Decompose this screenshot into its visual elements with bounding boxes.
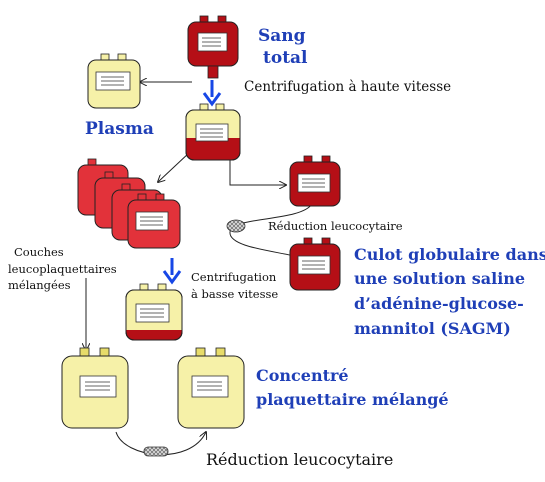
label-reduction-leucocytaire-bottom: Réduction leucocytaire bbox=[206, 450, 394, 469]
arrow-to-red-cells bbox=[229, 158, 286, 185]
red-cell-bag-icon bbox=[289, 155, 341, 207]
sagm-red-cell-bag-icon bbox=[289, 237, 341, 291]
pooled-buffy-coat-bag-icon bbox=[125, 283, 183, 341]
label-concentre-line1: Concentré bbox=[256, 366, 349, 385]
label-reduction-leucocytaire-small: Réduction leucocytaire bbox=[268, 219, 403, 233]
blue-arrow-down-icon bbox=[162, 258, 182, 285]
plasma-bag-icon bbox=[87, 53, 141, 109]
label-culot-line4: mannitol (SAGM) bbox=[354, 319, 511, 338]
arrow-to-buffy-coats bbox=[158, 151, 191, 182]
label-culot-line3: d’adénine-glucose- bbox=[354, 294, 524, 313]
filtered-platelet-concentrate-bag-icon bbox=[177, 347, 245, 429]
platelet-concentrate-bag-icon bbox=[61, 347, 129, 429]
whole-blood-bag-icon bbox=[187, 15, 239, 79]
leukocyte-filter-icon bbox=[226, 219, 246, 233]
label-couches-line1: Couches bbox=[14, 245, 64, 259]
label-couches-line2: leucoplaquettaires bbox=[8, 262, 117, 276]
label-centrifugation-basse-line2: à basse vitesse bbox=[191, 287, 279, 301]
label-sang-total-line1: Sang bbox=[258, 26, 306, 46]
label-couches-line3: mélangées bbox=[8, 278, 71, 292]
centrifuged-blood-bag-icon bbox=[185, 103, 241, 161]
label-centrifugation-basse-line1: Centrifugation bbox=[191, 270, 277, 284]
label-culot-line1: Culot globulaire dans bbox=[354, 245, 545, 264]
leukocyte-filter-icon bbox=[143, 446, 169, 457]
filter-loop-arrow bbox=[229, 203, 313, 260]
label-sang-total-line2: total bbox=[263, 48, 308, 68]
label-plasma: Plasma bbox=[85, 119, 154, 139]
blue-arrows bbox=[162, 80, 222, 285]
blue-arrow-down-icon bbox=[202, 80, 222, 107]
label-concentre-line2: plaquettaire mélangé bbox=[256, 390, 449, 409]
label-culot-line2: une solution saline bbox=[354, 269, 526, 288]
label-centrifugation-haute-vitesse: Centrifugation à haute vitesse bbox=[244, 79, 452, 95]
buffy-coat-bags-stack-icon bbox=[77, 158, 181, 249]
